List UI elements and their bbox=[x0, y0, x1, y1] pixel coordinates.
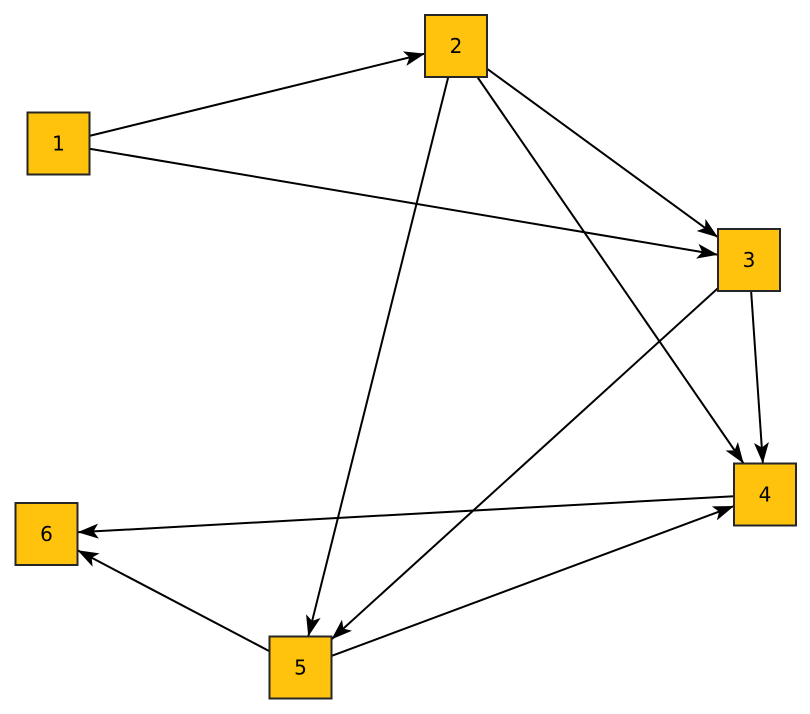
edge-5-to-4-arrow bbox=[331, 505, 735, 657]
node-box-2 bbox=[424, 14, 488, 78]
node-label-4: 4 bbox=[759, 483, 772, 507]
graph-node-4: 4 bbox=[733, 462, 797, 527]
node-box-4 bbox=[733, 462, 797, 527]
node-label-5: 5 bbox=[294, 656, 307, 680]
edge-3-to-5-arrow bbox=[330, 287, 719, 641]
edge-2-to-3-arrow bbox=[486, 67, 719, 239]
graph-node-5: 5 bbox=[268, 635, 333, 700]
node-label-6: 6 bbox=[40, 522, 53, 546]
node-box-6 bbox=[14, 502, 79, 566]
node-box-5 bbox=[268, 635, 333, 700]
edge-1-to-2-arrow bbox=[89, 51, 426, 137]
node-label-2: 2 bbox=[450, 34, 463, 58]
graph-node-2: 2 bbox=[424, 14, 488, 78]
edge-4-to-6-arrow bbox=[77, 495, 735, 539]
edge-1-to-3-arrow bbox=[89, 147, 719, 259]
graph-node-6: 6 bbox=[14, 502, 79, 566]
node-box-1 bbox=[26, 111, 91, 176]
graph-node-3: 3 bbox=[717, 228, 781, 292]
edge-3-to-4-arrow bbox=[750, 290, 769, 464]
edge-2-to-5-arrow bbox=[306, 76, 450, 637]
edge-5-to-6-arrow bbox=[77, 549, 270, 653]
graph-node-1: 1 bbox=[26, 111, 91, 176]
node-box-3 bbox=[717, 228, 781, 292]
node-label-3: 3 bbox=[743, 248, 756, 272]
node-label-1: 1 bbox=[52, 132, 65, 156]
edge-2-to-4-arrow bbox=[476, 76, 745, 465]
